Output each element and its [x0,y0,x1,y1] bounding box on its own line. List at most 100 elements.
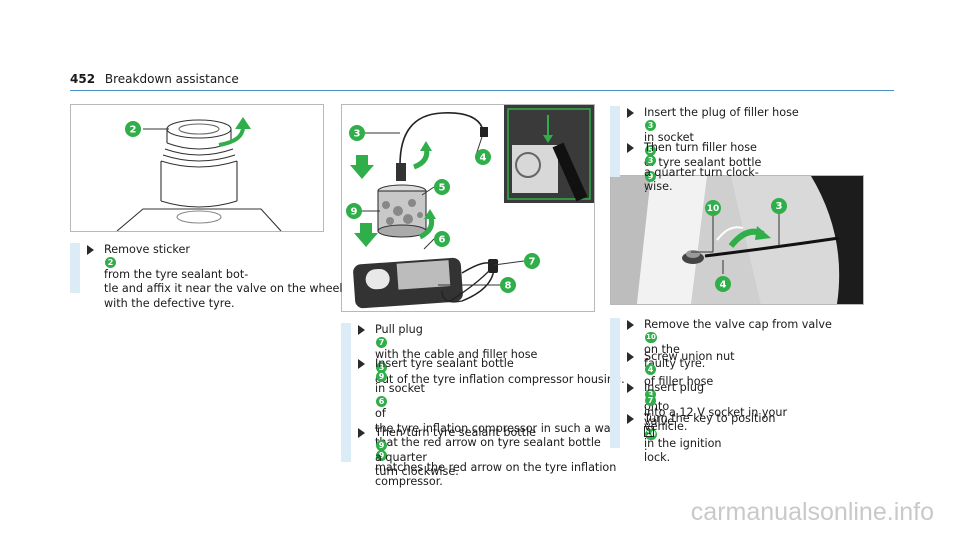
step-text: Screw union nut [644,350,735,363]
step-text: Insert tyre sealant bottle [375,357,514,370]
step-text: in the ignition [644,437,722,451]
step-line: vehicle. [644,420,872,434]
callout-marker: 10 [645,428,657,440]
callout-marker: 6 [376,396,387,408]
step-text: vehicle. [644,420,688,434]
figure-wheel-valve: 10 3 4 [610,175,864,305]
callout-marker: 9 [376,440,387,452]
step-bar [610,412,620,448]
step-screw-union-nut: Screw union nut 4 of filler hose 3 ontov… [610,350,872,453]
step-text: wise. [644,180,673,194]
step-arrow-icon [358,428,365,438]
callout-4-nut: 4 [720,280,727,291]
step-text: on the [644,343,680,357]
step-line: tle and affix it near the valve on the w… [104,282,343,296]
step-line: lock. [644,451,872,465]
step-text: Remove the valve cap from valve [644,318,832,331]
key-position-marker: 1 [644,426,654,438]
step-line: valve 10. [644,415,872,454]
step-bar [610,318,620,354]
step-bar [610,381,620,417]
callout-marker: 3 [376,362,387,374]
figure-compressor: 3 4 5 9 6 7 8 [341,104,595,312]
page-number: 452 [70,72,96,86]
step-text: a quarter [375,451,427,465]
callout-4: 4 [480,153,487,164]
callout-marker: 10 [645,332,657,344]
callout-5: 5 [439,183,446,194]
step-arrow-icon [627,383,634,393]
step-text: lock. [644,451,671,465]
step-arrow-icon [627,320,634,330]
step-text: a quarter turn clock- [644,166,759,180]
step-remove-valve-cap: Remove the valve cap from valve 10 on th… [610,318,872,370]
step-line: Then turn filler hose 3 a quarter turn c… [644,141,872,180]
step-text: with the defective tyre. [104,296,235,310]
step-text: Then turn tyre sealant bottle [375,426,537,439]
callout-marker: 7 [376,337,387,349]
step-line: wise. [644,180,872,194]
watermark: carmanualsonline.info [690,498,934,526]
step-line: Insert the plug of filler hose 3 in sock… [644,106,872,157]
callout-8: 8 [505,281,512,292]
step-text: the tyre inflation compressor in such a … [375,421,618,435]
step-arrow-icon [627,143,634,153]
step-bar [341,323,351,359]
callout-7: 7 [529,257,536,268]
step-text: out of the tyre inflation compressor hou… [375,373,625,387]
step-line: Insert plug 7 into a 12 V socket in your [644,381,872,420]
step-text: Turn the key to position [644,412,776,425]
callout-marker: 7 [645,395,656,407]
step-bar [610,350,620,386]
callout-marker: 3 [645,120,656,132]
step-line: with the defective tyre. [104,297,330,311]
step-line: that the red arrow on tyre sealant bottl… [375,436,603,462]
callout-marker: 3 [645,155,656,167]
step-turn-key: Turn the key to position 1 in the igniti… [610,412,872,464]
step-arrow-icon [87,245,94,255]
callout-10: 10 [707,204,720,214]
step-text: matches the red arrow on the tyre inflat… [375,461,617,475]
step-bar [341,426,351,462]
step-bar [610,141,620,177]
step-line: compressor. [375,475,603,489]
step-line: of tyre sealant bottle 9. [644,156,872,195]
callout-marker: 9 [376,450,387,462]
step-arrow-icon [358,359,365,369]
step-text: Insert plug [644,381,705,394]
step-text: with the cable and filler hose [375,348,538,362]
step-text: from the tyre sealant bot- [104,268,249,282]
step-line: faulty tyre. [644,357,872,371]
step-text: of tyre sealant bottle [644,156,762,170]
callout-marker: 2 [105,257,116,269]
step-text: Insert the plug of filler hose [644,106,799,119]
section-title: Breakdown assistance [104,72,239,86]
step-bar [70,243,80,293]
callout-marker: 9 [376,371,387,383]
step-insert-hose-plug: Insert the plug of filler hose 3 in sock… [610,106,872,195]
callout-9: 9 [351,207,358,218]
step-text: . [644,439,648,453]
step-line: Screw union nut 4 of filler hose 3 onto [644,350,872,415]
step-text: Pull plug [375,323,423,336]
step-text: Then turn filler hose [644,141,757,154]
step-arrow-icon [358,325,365,335]
step-arrow-icon [627,414,634,424]
callout-marker: 9 [645,170,656,182]
step-text: of [375,407,386,421]
step-pull-plug: Pull plug 7 with the cable and filler ho… [341,323,625,386]
step-arrow-icon [627,108,634,118]
callout-3: 3 [354,129,361,140]
step-line: Remove sticker 2 from the tyre sealant b… [104,243,330,282]
step-arrow-icon [627,352,634,362]
header-rule [70,90,894,91]
step-text: valve [644,414,675,428]
step-turn-bottle: Then turn tyre sealant bottle 9 a quarte… [341,426,603,478]
step-insert-plug-socket: Insert plug 7 into a 12 V socket in your… [610,381,872,433]
step-insert-bottle: Insert tyre sealant bottle 9 in socket 6… [341,357,617,488]
step-line: turn clockwise. [375,465,603,479]
step-line: the tyre inflation compressor in such a … [375,422,617,436]
step-text: in socket [644,131,694,145]
step-line: Pull plug 7 with the cable and filler ho… [375,323,603,374]
figure-sealant-bottle: 2 [70,104,324,232]
